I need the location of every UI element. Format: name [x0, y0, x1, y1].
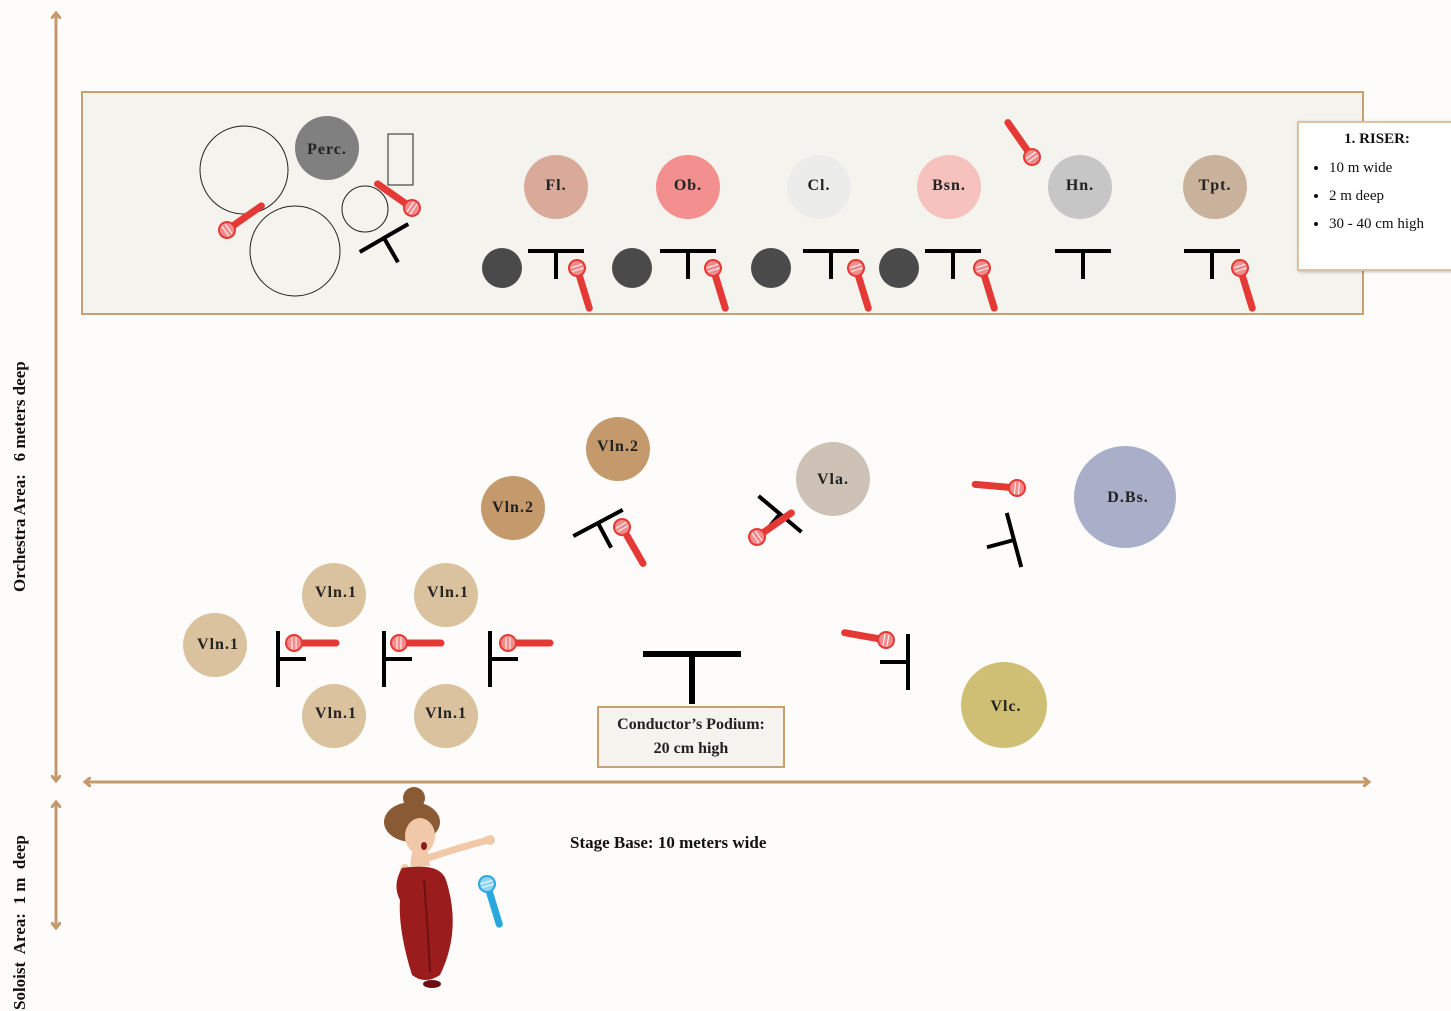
mic-dbs [974, 476, 1025, 496]
mic-vln1-b [391, 635, 441, 651]
instrument-label: Perc. [307, 141, 347, 158]
mic-soloist [477, 874, 507, 926]
instrument-label: Hn. [1066, 177, 1094, 194]
mic-vln2 [611, 516, 650, 567]
mic-perc-right [373, 177, 423, 219]
music-stand-hn [1053, 249, 1113, 281]
mic-perc-left [216, 199, 266, 241]
instrument-tpt: Tpt. [1183, 155, 1247, 219]
instrument-label: Bsn. [932, 177, 966, 194]
conductor-stand [643, 651, 741, 704]
instrument-vln2-top: Vln.2 [586, 417, 650, 481]
instrument-label: Vln.1 [427, 584, 469, 601]
percussion-table [387, 133, 414, 186]
timpani-small [341, 185, 389, 233]
instrument-bsn: Bsn. [917, 155, 981, 219]
podium-line-2: 20 cm high [653, 740, 729, 757]
seat-fl [482, 248, 522, 288]
timpani-large [199, 125, 289, 215]
mic-vla [746, 506, 796, 548]
soloist-area-label: Soloist Area: 1 m deep [10, 835, 29, 1010]
instrument-vln1-bottom-left: Vln.1 [302, 684, 366, 748]
instrument-label: D.Bs. [1107, 489, 1148, 506]
instrument-label: Vln.2 [597, 438, 639, 455]
riser-spec-list: 10 m wide 2 m deep 30 - 40 cm high [1309, 154, 1445, 238]
instrument-vln1-left: Vln.1 [183, 613, 247, 677]
mic-fl [567, 258, 597, 310]
seat-ob [612, 248, 652, 288]
orchestra-area-label: Orchestra Area: 6 meters deep [10, 361, 29, 592]
music-stand-bsn [923, 249, 983, 281]
instrument-label: Vln.2 [492, 499, 534, 516]
instrument-label: Vla. [817, 471, 849, 488]
music-stand-dbs [977, 510, 1024, 577]
mic-cl [846, 258, 876, 310]
mic-ob [703, 258, 733, 310]
mic-vln1-c [500, 635, 550, 651]
instrument-label: Ob. [674, 177, 702, 194]
mic-vln1-a [286, 635, 336, 651]
mic-bsn [972, 258, 1002, 310]
timpani-medium [249, 205, 341, 297]
riser-area [81, 91, 1364, 315]
instrument-label: Vlc. [990, 698, 1021, 715]
instrument-vla: Vla. [796, 442, 870, 516]
instrument-hn: Hn. [1048, 155, 1112, 219]
stage-base-label: Stage Base: 10 meters wide [570, 833, 767, 852]
instrument-perc: Perc. [295, 116, 359, 180]
podium-line-1: Conductor’s Podium: [617, 716, 765, 733]
instrument-label: Cl. [808, 177, 831, 194]
seat-bsn [879, 248, 919, 288]
instrument-vln1-top-left: Vln.1 [302, 563, 366, 627]
seat-cl [751, 248, 791, 288]
instrument-fl: Fl. [524, 155, 588, 219]
instrument-label: Vln.1 [315, 584, 357, 601]
instrument-vlc: Vlc. [961, 662, 1047, 748]
mic-vlc [843, 625, 895, 649]
riser-title: 1. RISER: [1344, 131, 1410, 147]
riser-spec-height: 30 - 40 cm high [1329, 210, 1445, 238]
instrument-vln1-bottom-right: Vln.1 [414, 684, 478, 748]
conductor-podium-label: Conductor’s Podium: 20 cm high [597, 706, 785, 768]
soloist-figure [384, 787, 495, 988]
riser-spec-depth: 2 m deep [1329, 182, 1445, 210]
instrument-dbs: D.Bs. [1074, 446, 1176, 548]
instrument-label: Vln.1 [425, 705, 467, 722]
instrument-label: Vln.1 [315, 705, 357, 722]
riser-info-box: 1. RISER: 10 m wide 2 m deep 30 - 40 cm … [1297, 121, 1451, 271]
instrument-vln2-left: Vln.2 [481, 476, 545, 540]
instrument-ob: Ob. [656, 155, 720, 219]
mic-hn [1001, 118, 1043, 168]
instrument-vln1-top-right: Vln.1 [414, 563, 478, 627]
mic-tpt [1230, 258, 1260, 310]
instrument-label: Fl. [545, 177, 566, 194]
riser-spec-width: 10 m wide [1329, 154, 1445, 182]
instrument-cl: Cl. [787, 155, 851, 219]
instrument-label: Tpt. [1199, 177, 1232, 194]
instrument-label: Vln.1 [197, 636, 239, 653]
